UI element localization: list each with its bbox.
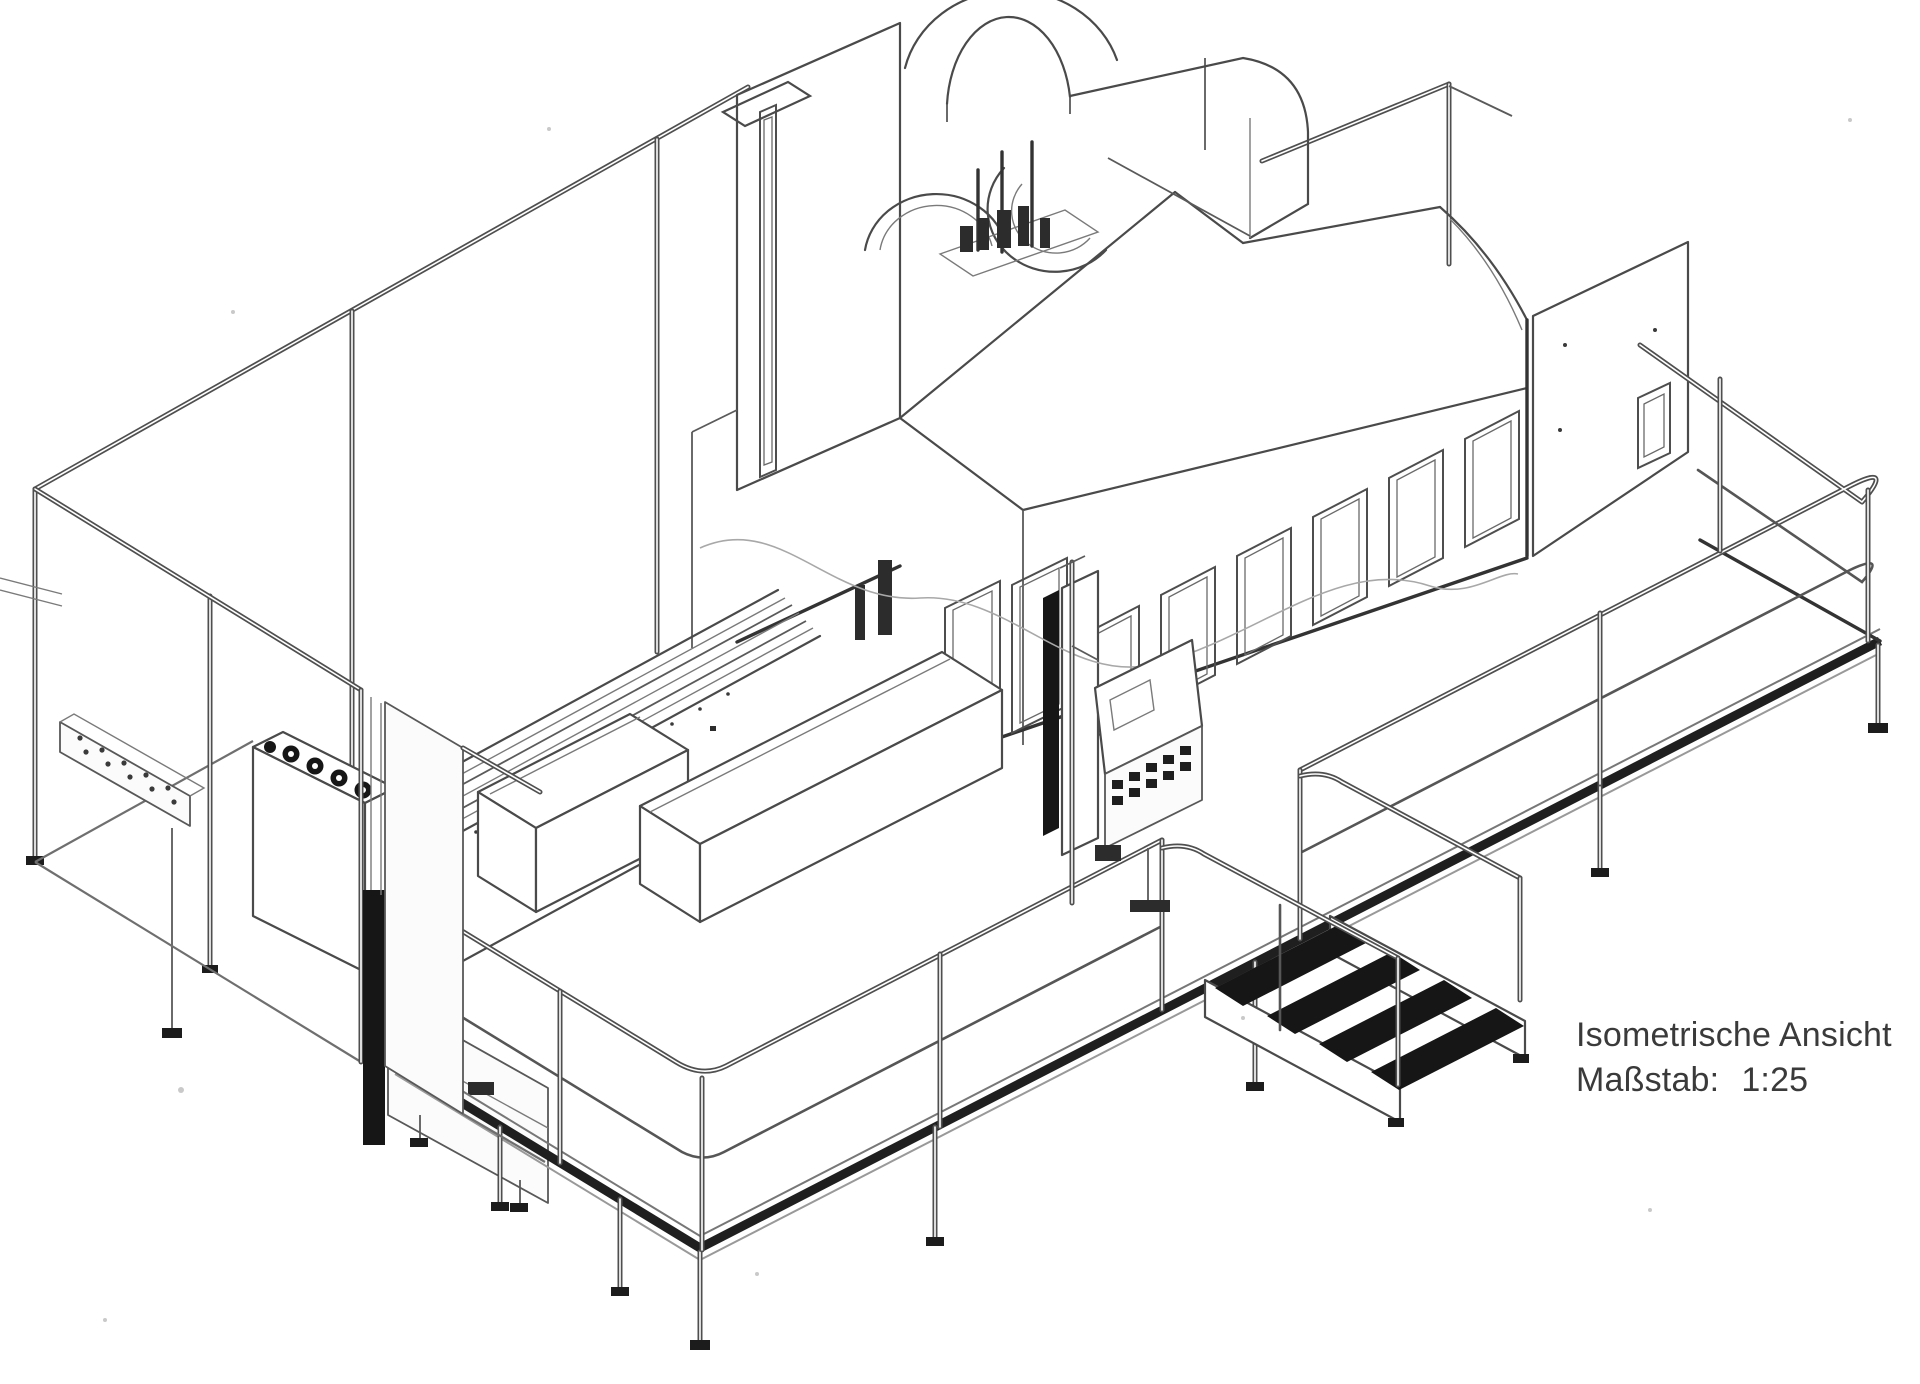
right-rounded-cover bbox=[1068, 56, 1310, 240]
access-stairs bbox=[1159, 771, 1529, 1127]
caption-scale: Maßstab: 1:25 bbox=[1576, 1058, 1892, 1103]
enclosure-window bbox=[1236, 526, 1292, 666]
chip-conveyor bbox=[59, 713, 206, 1038]
perimeter-fence-front bbox=[32, 486, 546, 1163]
enclosure-window bbox=[1388, 448, 1444, 588]
right-wall-window bbox=[1637, 381, 1671, 470]
fence-post-foot bbox=[26, 856, 44, 865]
stair-handrail-right bbox=[1297, 771, 1523, 881]
enclosure-window bbox=[1312, 487, 1368, 627]
stair-tread bbox=[1371, 1008, 1524, 1090]
enclosure-window bbox=[1464, 409, 1520, 549]
tall-cylinder-cover bbox=[945, 15, 1072, 106]
left-dome-cover bbox=[863, 193, 1008, 252]
safety-door-panel bbox=[384, 701, 464, 1115]
safety-door-edge bbox=[363, 890, 385, 1145]
rear-cylinder-cover bbox=[903, 0, 1119, 70]
stair-tread bbox=[1215, 924, 1368, 1006]
caption: Isometrische Ansicht Maßstab: 1:25 bbox=[1576, 1013, 1892, 1103]
caption-title: Isometrische Ansicht bbox=[1576, 1016, 1892, 1054]
caption-scale-label: Maßstab: bbox=[1576, 1060, 1720, 1099]
caption-scale-value: 1:25 bbox=[1741, 1060, 1809, 1099]
workpiece-boxes bbox=[476, 650, 1004, 924]
machine-top-covers bbox=[720, 0, 1310, 277]
operator-pendant bbox=[1059, 555, 1204, 912]
signal-cable bbox=[699, 538, 1519, 668]
scan-speckles bbox=[103, 118, 1852, 1322]
perimeter-fence-back bbox=[0, 58, 1513, 973]
work-platform bbox=[392, 538, 1888, 1350]
c-ring-cover bbox=[986, 166, 1108, 273]
column-slit-window bbox=[759, 103, 777, 479]
spindle-pins bbox=[960, 140, 1050, 254]
machine-right-wall bbox=[1531, 240, 1690, 558]
stair-tread bbox=[1267, 952, 1420, 1034]
window-row bbox=[944, 409, 1520, 758]
platform-railing bbox=[405, 342, 1879, 1253]
